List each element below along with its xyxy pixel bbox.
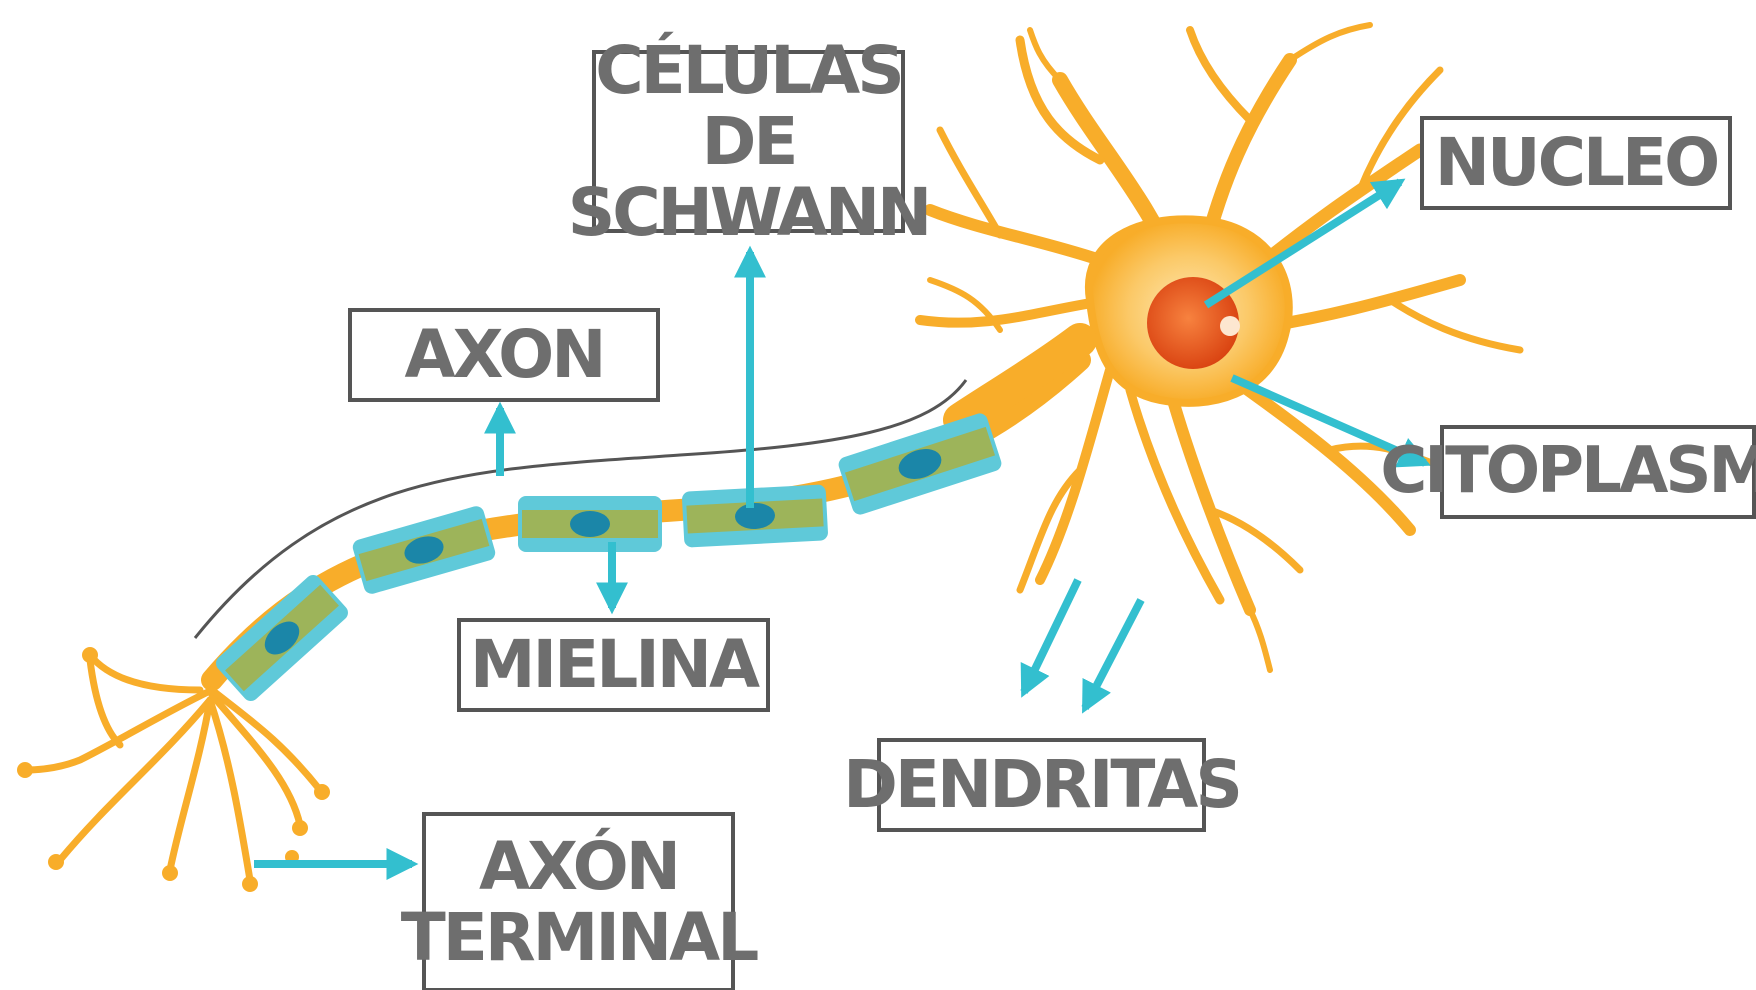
arrow-dendritas-2 [1085,600,1141,708]
label-celulas-schwann: CÉLULAS DE SCHWANN [592,50,905,233]
nucleolus [1220,316,1240,336]
label-axon: AXON [348,308,660,402]
label-axon-terminal: AXÓN TERMINAL [422,812,735,990]
label-nucleo: NUCLEO [1420,116,1732,210]
label-mielina: MIELINA [457,618,770,712]
label-dendritas: DENDRITAS [877,738,1206,832]
label-citoplasma: CITOPLASMA [1440,425,1756,519]
axon-terminals [25,655,320,880]
arrow-dendritas-1 [1024,580,1078,692]
